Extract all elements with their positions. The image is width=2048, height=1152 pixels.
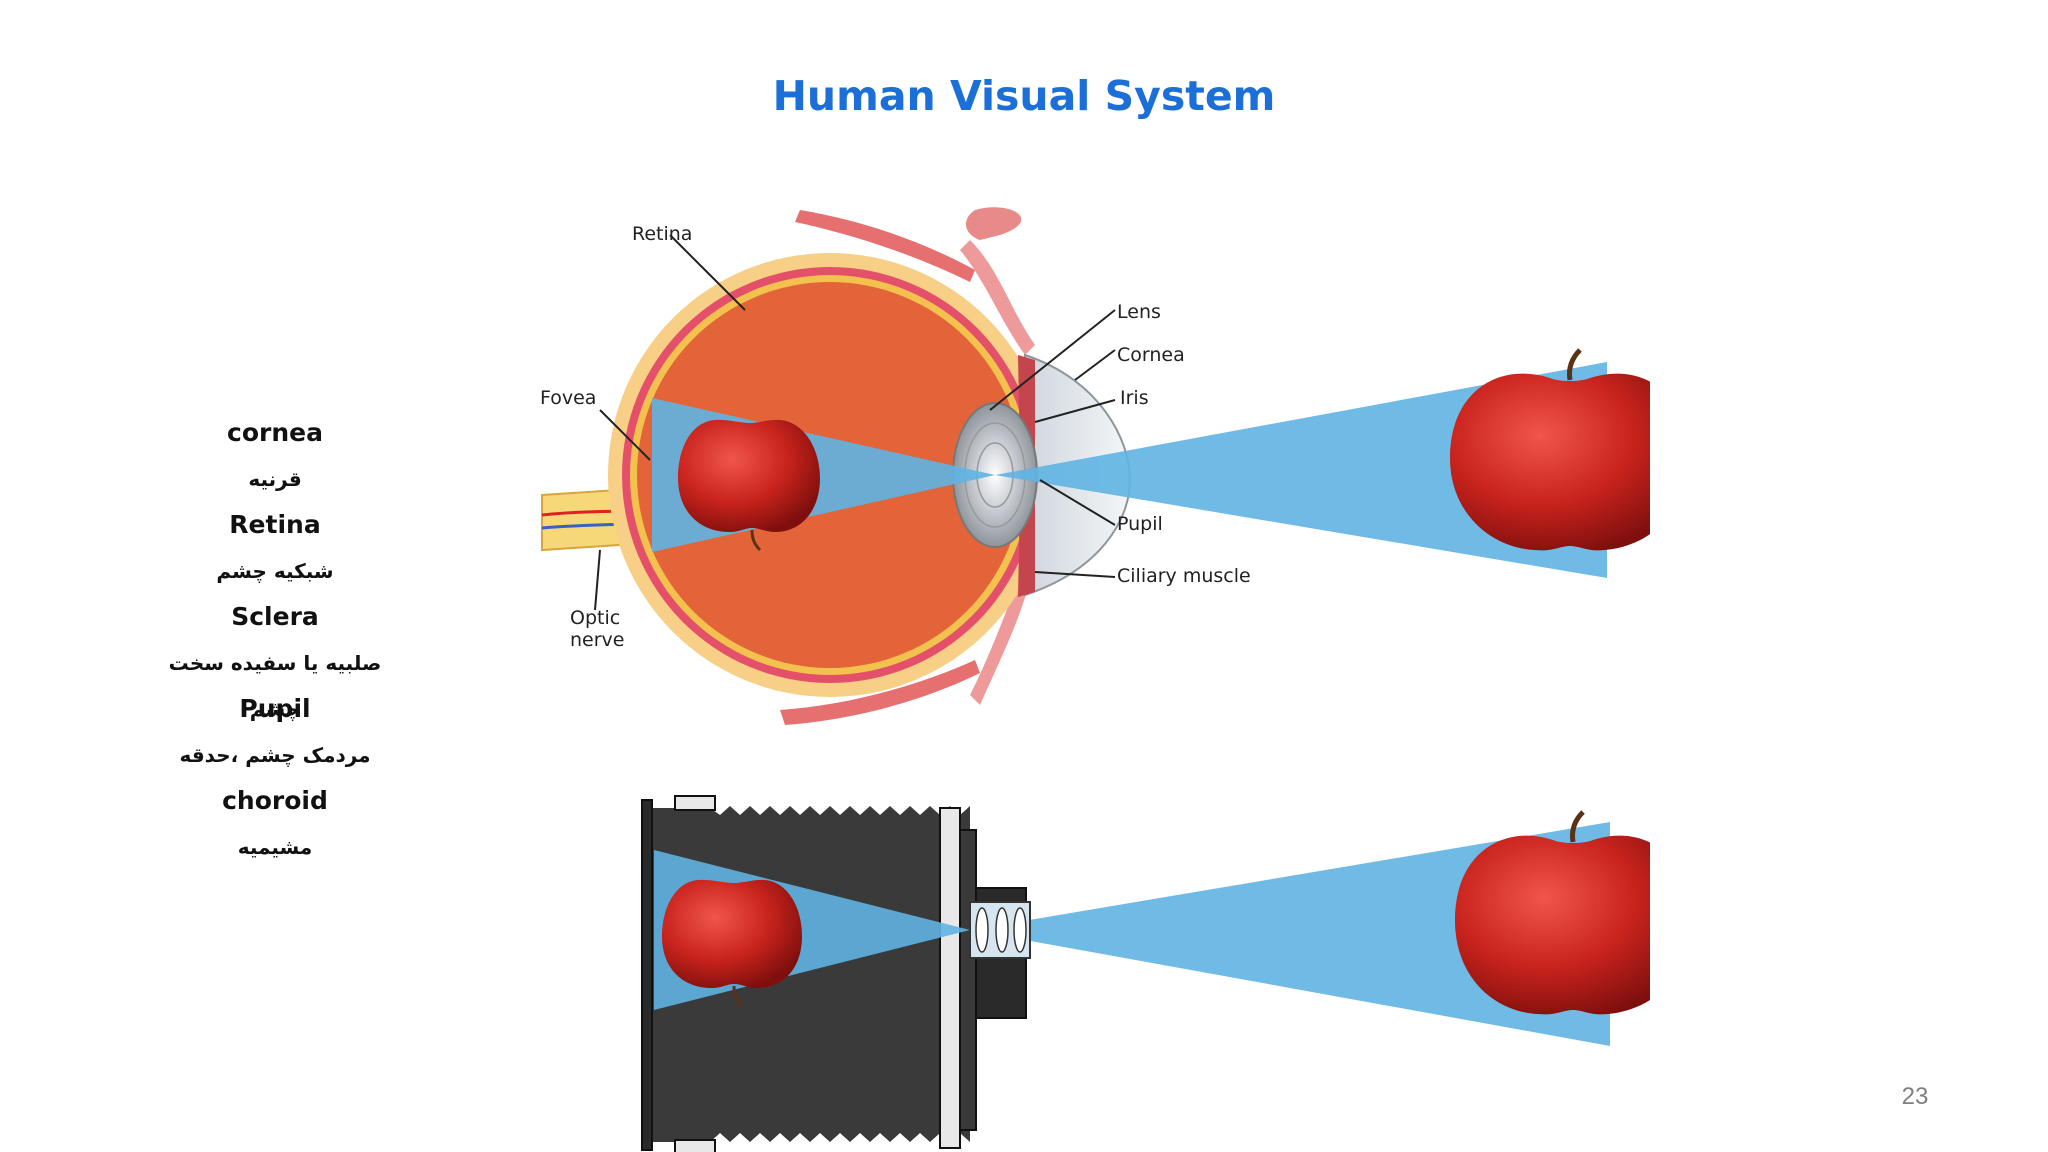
label-optic-nerve-1: Optic	[570, 607, 620, 629]
glossary-term-pupil: Pupil	[239, 694, 311, 723]
eye-light-cone-outside	[995, 362, 1607, 578]
camera-lens-element-3	[1013, 907, 1027, 953]
glossary-translation-choroid: مشیمیه	[237, 835, 313, 859]
retina-apple-image	[678, 419, 820, 552]
eye-diagram: Retina Fovea Optic nerve Lens Cornea Iri…	[540, 207, 1650, 725]
camera-front-standard	[939, 807, 961, 1149]
camera-lens-board	[959, 829, 977, 1131]
eye-pointer-lines	[594, 234, 1116, 611]
glossary-translation-sclera: صلبیه یا سفیده سخت چشم	[168, 651, 382, 721]
page-number: 23	[1901, 1083, 1929, 1110]
glossary-term-choroid: choroid	[222, 786, 328, 815]
label-pupil: Pupil	[1117, 513, 1163, 535]
lower-lid-tissue	[970, 580, 1030, 705]
camera-apple-object	[1455, 810, 1650, 1015]
glossary-translation-cornea: قرنیه	[248, 467, 302, 491]
camera-back-plate	[641, 799, 653, 1151]
camera-bottom-frame	[674, 1139, 716, 1152]
label-optic-nerve-2: nerve	[570, 629, 624, 651]
label-ciliary-muscle: Ciliary muscle	[1117, 565, 1251, 587]
figure-svg: Retina Fovea Optic nerve Lens Cornea Iri…	[540, 207, 1650, 1152]
upper-lid-tissue	[960, 240, 1035, 355]
camera-lens-element-2	[995, 907, 1009, 953]
glossary-term-cornea: cornea	[227, 418, 323, 447]
glossary-list: cornea قرنیه Retina شبکیه چشم Sclera صلب…	[140, 410, 410, 870]
camera-top-frame	[674, 795, 716, 811]
upper-eyelid	[965, 207, 1022, 240]
upper-muscle	[795, 210, 975, 282]
label-iris: Iris	[1120, 387, 1149, 409]
lower-muscle	[780, 660, 980, 725]
glossary-term-sclera: Sclera	[231, 602, 319, 631]
film-apple-image	[662, 879, 802, 1008]
eye-apple-object	[1450, 348, 1650, 551]
slide-title: Human Visual System	[772, 72, 1276, 120]
label-lens: Lens	[1117, 301, 1161, 323]
eye-camera-figure: Retina Fovea Optic nerve Lens Cornea Iri…	[530, 140, 1650, 1152]
label-retina: Retina	[632, 223, 692, 245]
glossary-term-retina: Retina	[229, 510, 321, 539]
label-cornea: Cornea	[1117, 344, 1185, 366]
camera-diagram	[641, 795, 1650, 1152]
glossary-translation-retina: شبکیه چشم	[216, 559, 334, 583]
label-fovea: Fovea	[540, 387, 596, 409]
camera-light-cone-outside	[970, 822, 1610, 1046]
camera-lens-element-1	[975, 907, 989, 953]
glossary-translation-pupil: مردمک چشم ،حدقه	[179, 743, 371, 767]
